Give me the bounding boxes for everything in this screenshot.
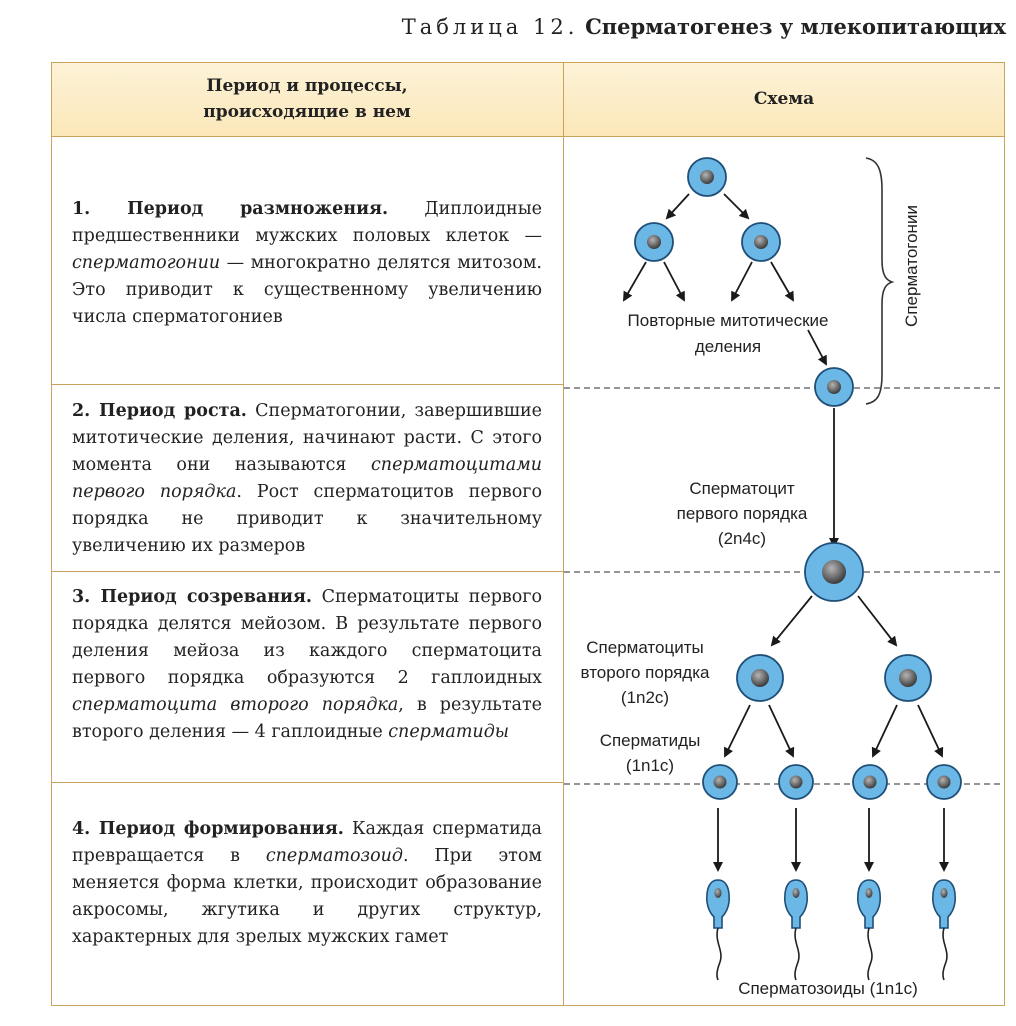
col2-header: Схема bbox=[753, 89, 815, 109]
spermatozoon-1 bbox=[706, 879, 730, 981]
row-divider-1 bbox=[51, 384, 563, 385]
spermatids-ploidy: (1n1c) bbox=[626, 756, 674, 775]
primary-spermatocyte-ploidy: (2n4c) bbox=[718, 529, 766, 548]
table-number: Таблица 12. bbox=[401, 15, 579, 39]
period-1-text: 1. Период размножения. Диплоидные предше… bbox=[72, 196, 542, 331]
row-divider-3 bbox=[51, 782, 563, 783]
meiosis-arrows bbox=[713, 595, 949, 872]
period-1-title: 1. Период размножения. bbox=[72, 199, 389, 219]
period-2-text-a: Сперматогонии, завершившие митотические … bbox=[72, 401, 542, 475]
spermatozoon-2 bbox=[784, 879, 808, 981]
period-2-title: 2. Период роста. bbox=[72, 401, 247, 421]
secondary-spermatocytes-ploidy: (1n2c) bbox=[621, 688, 669, 707]
spermatogonium-cell-1 bbox=[687, 157, 727, 197]
primary-spermatocyte-label-2: первого порядка bbox=[677, 504, 808, 523]
spermatogonium-cell-2 bbox=[634, 222, 674, 262]
table-caption: Таблица 12. Сперматогенез у млекопитающи… bbox=[402, 14, 1006, 39]
col1-header-line1: Период и процессы, bbox=[206, 76, 408, 96]
spermatid-cell-2 bbox=[778, 764, 814, 800]
primary-spermatocyte-label-1: Сперматоцит bbox=[689, 479, 794, 498]
table-header-row bbox=[51, 62, 1005, 137]
mitotic-arrows bbox=[622, 193, 839, 548]
spermatids-label: Сперматиды bbox=[600, 731, 701, 750]
secondary-spermatocyte-cell-2 bbox=[884, 654, 932, 702]
mitotic-divisions-label-2: деления bbox=[695, 337, 761, 356]
mitotic-divisions-label-1: Повторные митотические bbox=[628, 311, 829, 330]
period-2-text: 2. Период роста. Сперматогонии, завершив… bbox=[72, 398, 542, 560]
period-1-text-a: Диплоидные предшественники мужских полов… bbox=[72, 199, 542, 246]
period-4-text-b: . При этом меняется форма клетки, происх… bbox=[72, 846, 542, 947]
spermatozoa-label: Сперматозоиды (1n1c) bbox=[738, 979, 918, 998]
column-divider bbox=[563, 62, 564, 1006]
period-4-text-a: Каждая сперматида превращается в bbox=[72, 819, 542, 866]
table-frame bbox=[51, 62, 1005, 1006]
spermatogonia-brace bbox=[865, 157, 895, 405]
period-1-text-b: — многократно делятся митозом. Это приво… bbox=[72, 253, 542, 327]
table-title: Сперматогенез у млекопитающих bbox=[585, 14, 1006, 39]
period-3-term-1: сперматоцита второго порядка bbox=[72, 695, 399, 715]
primary-spermatocyte-cell bbox=[804, 542, 864, 602]
period-4-term: сперматозоид bbox=[265, 846, 403, 866]
period-3-text-b: , в результате второго деления — 4 гапло… bbox=[72, 695, 542, 742]
spermatid-cell-4 bbox=[926, 764, 962, 800]
spermatozoon-4 bbox=[932, 879, 956, 981]
period-3-text: 3. Период созревания. Сперматоциты перво… bbox=[72, 584, 542, 746]
spermatozoon-3 bbox=[857, 879, 881, 981]
period-3-title: 3. Период созревания. bbox=[72, 587, 312, 607]
spermatogonium-cell-final bbox=[814, 367, 854, 407]
period-2-term: сперматоцитами первого порядка bbox=[72, 455, 542, 502]
period-3-text-a: Сперматоциты первого порядка делятся мей… bbox=[72, 587, 542, 688]
col1-header: Период и процессы, происходящие в нем bbox=[51, 73, 563, 125]
period-2-text-b: . Рост сперматоцитов первого порядка не … bbox=[72, 482, 542, 556]
period-3-term-2: сперматиды bbox=[388, 722, 510, 742]
period-4-title: 4. Период формирования. bbox=[72, 819, 344, 839]
spermatogonia-label: Сперматогонии bbox=[902, 205, 921, 327]
spermatid-cell-3 bbox=[852, 764, 888, 800]
spermatid-cell-1 bbox=[702, 764, 738, 800]
col1-header-line2: происходящие в нем bbox=[203, 102, 411, 122]
row-divider-2 bbox=[51, 571, 563, 572]
spermatogonium-cell-3 bbox=[741, 222, 781, 262]
period-4-text: 4. Период формирования. Каждая сперматид… bbox=[72, 816, 542, 951]
secondary-spermatocyte-cell-1 bbox=[736, 654, 784, 702]
secondary-spermatocytes-label-2: второго порядка bbox=[581, 663, 710, 682]
period-1-term: сперматогонии bbox=[72, 253, 221, 273]
secondary-spermatocytes-label-1: Сперматоциты bbox=[586, 638, 703, 657]
